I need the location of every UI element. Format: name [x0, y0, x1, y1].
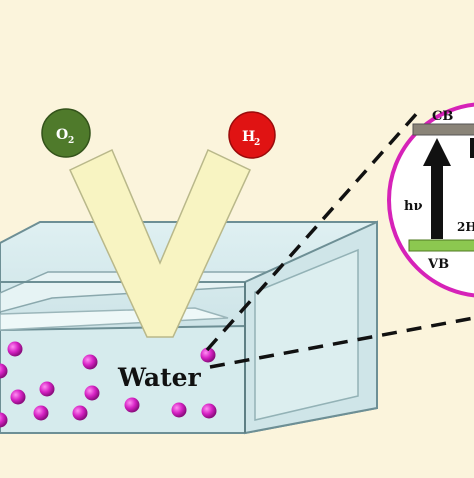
- particle: [10, 389, 26, 405]
- vb-label: VB: [427, 257, 449, 272]
- reaction-label: 2H: [457, 220, 474, 234]
- particle: [84, 385, 100, 401]
- water-tank: [0, 220, 378, 435]
- band-diagram-callout: CB VB hν 2H: [387, 102, 474, 298]
- zoom-line-lower: [209, 316, 474, 369]
- hydrogen-subscript: 2: [254, 138, 260, 148]
- particle: [171, 402, 187, 418]
- photon-label: hν: [404, 199, 422, 214]
- hydrogen-bubble: H 2: [228, 111, 276, 159]
- cb-label: CB: [432, 109, 453, 124]
- oxygen-bubble: O 2: [41, 108, 91, 158]
- particles: [0, 341, 217, 428]
- particle: [0, 412, 8, 428]
- oxygen-subscript: 2: [68, 136, 74, 146]
- particle: [33, 405, 49, 421]
- particle: [72, 405, 88, 421]
- hydrogen-label: H: [242, 129, 255, 145]
- particle: [124, 397, 140, 413]
- tank-right-inner: [254, 248, 359, 421]
- particle: [82, 354, 98, 370]
- v-shaped-arrow: [69, 148, 251, 338]
- particle: [201, 403, 217, 419]
- reaction-arrow-stub: [470, 138, 474, 158]
- particle: [0, 363, 8, 379]
- valence-band: [408, 239, 474, 252]
- water-label: Water: [117, 363, 202, 392]
- particle: [7, 341, 23, 357]
- excitation-arrow: [423, 138, 451, 239]
- oxygen-label: O: [56, 127, 68, 143]
- particle: [200, 347, 216, 363]
- particle: [39, 381, 55, 397]
- zoom-line-upper: [205, 110, 420, 352]
- conduction-band: [412, 123, 474, 136]
